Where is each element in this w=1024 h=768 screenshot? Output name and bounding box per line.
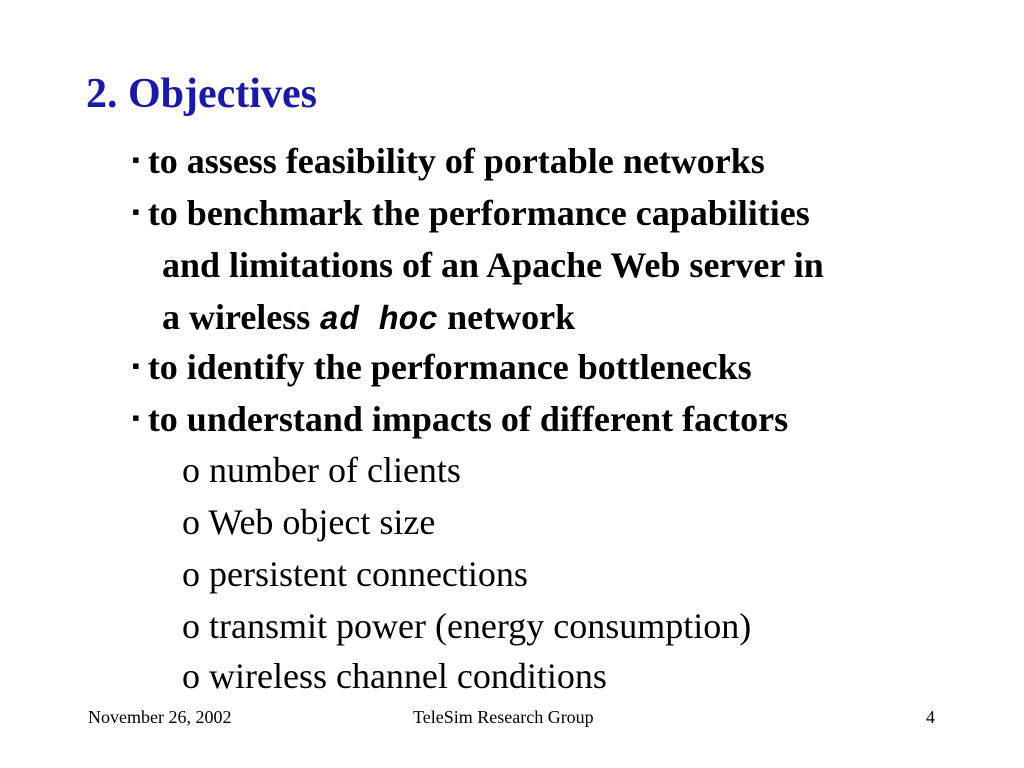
footer-group: TeleSim Research Group <box>413 707 594 727</box>
sub-item-text: number of clients <box>209 450 461 490</box>
circle-bullet-icon: o <box>182 656 200 696</box>
sub-item: o Web object size <box>182 496 435 548</box>
sub-item: o transmit power (energy consumption) <box>182 600 751 652</box>
bullet-text: to assess feasibility of portable networ… <box>147 141 765 181</box>
circle-bullet-icon: o <box>182 502 200 542</box>
bullet-item: ▪ to benchmark the performance capabiliti… <box>132 186 824 347</box>
bullet-item: ▪ to identify the performance bottlenecks <box>132 340 752 393</box>
square-bullet-icon: ▪ <box>132 353 140 378</box>
bullet-text-part: a wireless <box>162 297 311 337</box>
bullet-text-part: network <box>447 297 576 337</box>
sub-item-text: wireless channel conditions <box>209 656 607 696</box>
square-bullet-icon: ▪ <box>132 147 140 172</box>
sub-item-text: transmit power (energy consumption) <box>209 606 752 646</box>
bullet-text: to identify the performance bottlenecks <box>147 347 752 387</box>
circle-bullet-icon: o <box>182 554 200 594</box>
page-number: 4 <box>926 707 935 727</box>
bullet-item: ▪ to understand impacts of different fact… <box>132 392 788 445</box>
square-bullet-icon: ▪ <box>132 199 140 224</box>
bullet-text-continued: and limitations of an Apache Web server … <box>162 245 824 285</box>
square-bullet-icon: ▪ <box>132 405 140 430</box>
sub-item: o wireless channel conditions <box>182 650 607 702</box>
circle-bullet-icon: o <box>182 606 200 646</box>
sub-item: o persistent connections <box>182 548 528 600</box>
footer-date: November 26, 2002 <box>88 707 232 727</box>
sub-item: o number of clients <box>182 444 461 496</box>
circle-bullet-icon: o <box>182 450 200 490</box>
bullet-text: to understand impacts of different facto… <box>147 399 789 439</box>
sub-item-text: persistent connections <box>209 554 528 594</box>
bullet-text: to benchmark the performance capabilitie… <box>147 193 810 233</box>
ad-hoc-term: ad hoc <box>319 302 439 339</box>
slide-title: 2. Objectives <box>86 71 317 117</box>
bullet-text-continued: a wireless ad hoc network <box>132 291 824 347</box>
bullet-item: ▪ to assess feasibility of portable netwo… <box>132 134 765 187</box>
sub-item-text: Web object size <box>208 502 436 542</box>
